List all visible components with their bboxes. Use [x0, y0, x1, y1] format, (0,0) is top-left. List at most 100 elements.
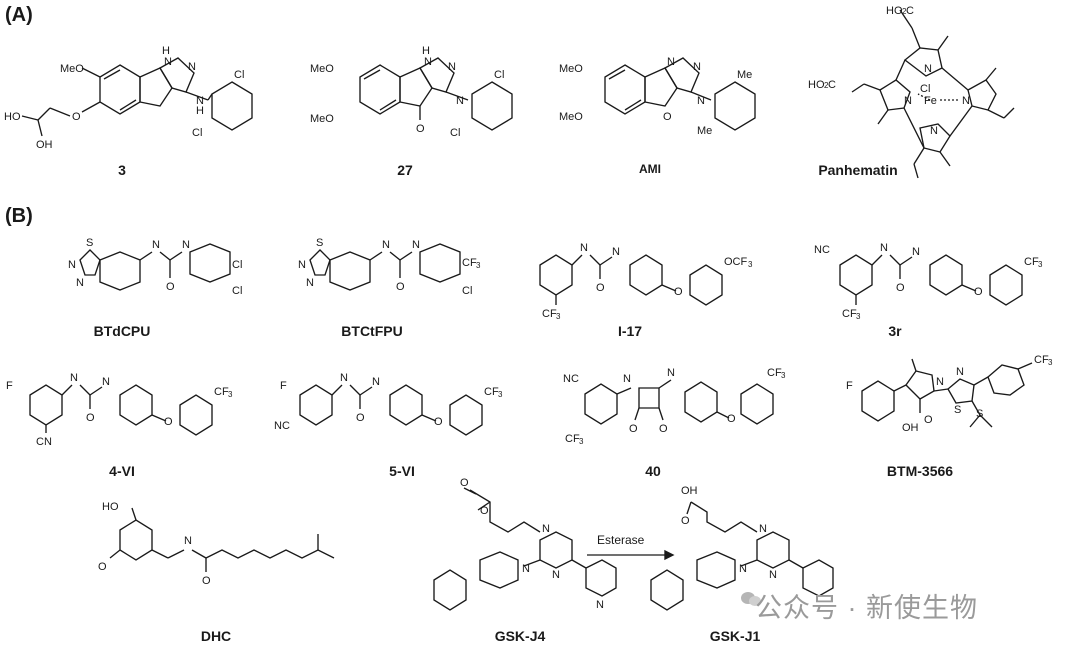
svg-text:O: O [356, 412, 365, 424]
svg-text:S: S [86, 237, 93, 249]
svg-text:Cl: Cl [920, 83, 930, 95]
structure-27: MeO MeO O N H N N Cl Cl [300, 40, 530, 155]
svg-text:N: N [930, 125, 938, 137]
svg-text:3: 3 [748, 260, 753, 269]
svg-text:O: O [202, 575, 211, 587]
svg-text:3: 3 [228, 390, 233, 399]
structure-5vi: F NC N O N O CF 3 [270, 365, 550, 460]
svg-text:N: N [424, 56, 432, 68]
label-4vi: 4-VI [109, 463, 135, 479]
structure-gskj4: O O N N N N [420, 477, 620, 635]
svg-text:O: O [480, 505, 489, 517]
svg-text:O: O [674, 286, 683, 298]
svg-text:HO: HO [102, 501, 119, 513]
svg-text:N: N [152, 239, 160, 251]
svg-text:OH: OH [902, 422, 919, 434]
svg-text:O: O [629, 423, 638, 435]
svg-text:O: O [924, 414, 933, 426]
svg-text:CF: CF [484, 386, 499, 398]
svg-text:N: N [667, 56, 675, 68]
wechat-logo-icon [740, 590, 762, 608]
svg-text:3: 3 [856, 312, 861, 321]
svg-text:NC: NC [274, 420, 290, 432]
svg-text:N: N [962, 95, 970, 107]
structure-panhematin: HO 2 C HO 2 C Fe Cl N N N N [800, 0, 1070, 190]
svg-text:N: N [102, 376, 110, 388]
svg-text:H: H [196, 105, 204, 117]
svg-text:N: N [697, 95, 705, 107]
svg-text:Me: Me [697, 125, 712, 137]
svg-text:O: O [164, 416, 173, 428]
svg-text:Cl: Cl [450, 127, 460, 139]
svg-text:O: O [974, 286, 983, 298]
watermark: 公众号 · 新使生物 [755, 593, 978, 623]
svg-text:MeO: MeO [310, 63, 334, 75]
structure-dhc: HO O N O [90, 500, 370, 605]
svg-text:N: N [182, 239, 190, 251]
label-gskj4: GSK-J4 [494, 628, 546, 644]
svg-text:N: N [542, 523, 550, 535]
svg-text:H: H [162, 45, 170, 57]
svg-text:OH: OH [681, 485, 698, 497]
svg-text:HO: HO [886, 5, 903, 17]
label-40: 40 [645, 463, 661, 479]
svg-text:Cl: Cl [494, 69, 504, 81]
svg-text:N: N [306, 277, 314, 289]
svg-text:CF: CF [842, 308, 857, 320]
svg-text:N: N [612, 246, 620, 258]
svg-text:F: F [280, 380, 287, 392]
structure-btdcpu: S N N N O N Cl Cl [50, 230, 250, 315]
svg-text:Fe: Fe [924, 95, 937, 107]
svg-text:O: O [659, 423, 668, 435]
svg-text:H: H [422, 45, 430, 57]
svg-text:O: O [396, 281, 405, 293]
svg-text:3: 3 [1038, 260, 1043, 269]
svg-text:N: N [196, 95, 204, 107]
svg-text:N: N [70, 372, 78, 384]
label-ami: AMI [639, 162, 661, 176]
svg-text:N: N [298, 259, 306, 271]
panel-label-a: (A) [5, 4, 33, 26]
svg-text:CF: CF [462, 257, 477, 269]
svg-text:CF: CF [1034, 354, 1049, 366]
structure-i17: CF 3 N O N O OCF 3 [520, 225, 780, 325]
structure-btm3566: F OH O N N S S CF 3 [840, 354, 1080, 460]
svg-text:MeO: MeO [559, 63, 583, 75]
svg-text:CF: CF [214, 386, 229, 398]
svg-text:N: N [340, 372, 348, 384]
svg-text:F: F [846, 380, 853, 392]
svg-text:N: N [382, 239, 390, 251]
svg-text:N: N [739, 563, 747, 575]
structure-ami: MeO MeO O N N N Me Me [555, 40, 775, 155]
svg-text:S: S [976, 408, 983, 420]
label-5vi: 5-VI [389, 463, 415, 479]
structure-gskj1: OH O N N N [625, 480, 834, 635]
svg-text:HO: HO [4, 111, 21, 123]
svg-text:N: N [522, 563, 530, 575]
svg-text:Cl: Cl [192, 127, 202, 139]
svg-text:N: N [552, 569, 560, 581]
svg-text:CF: CF [542, 308, 557, 320]
svg-text:O: O [98, 561, 107, 573]
svg-text:O: O [681, 515, 690, 527]
svg-text:O: O [86, 412, 95, 424]
svg-text:N: N [912, 246, 920, 258]
svg-text:N: N [880, 242, 888, 254]
svg-text:3: 3 [781, 371, 786, 380]
svg-text:C: C [906, 5, 914, 17]
structure-40: NC CF 3 N N O O O CF 3 [555, 360, 805, 460]
svg-text:3: 3 [476, 261, 481, 270]
structure-3: MeO O HO OH N H N N H Cl Cl [0, 40, 270, 155]
svg-text:N: N [759, 523, 767, 535]
svg-text:N: N [769, 569, 777, 581]
svg-text:CF: CF [767, 367, 782, 379]
svg-text:O: O [727, 413, 736, 425]
svg-text:N: N [693, 61, 701, 73]
svg-text:MeO: MeO [60, 63, 84, 75]
svg-text:S: S [954, 404, 961, 416]
svg-text:Cl: Cl [234, 69, 244, 81]
svg-text:OCF: OCF [724, 256, 748, 268]
svg-text:2: 2 [902, 7, 907, 16]
svg-text:NC: NC [563, 373, 579, 385]
